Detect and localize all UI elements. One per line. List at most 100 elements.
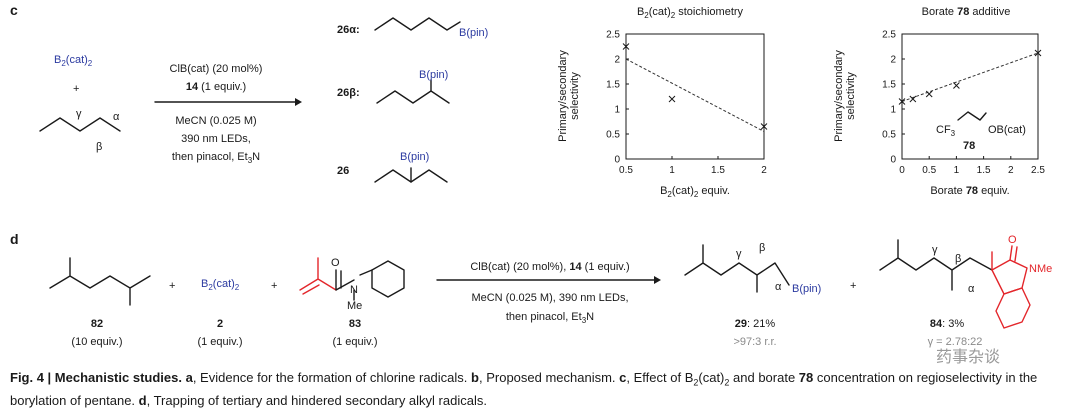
data-point (909, 95, 917, 103)
compound-83-Me: Me (347, 300, 362, 312)
watermark: 药事杂谈 (936, 349, 1001, 366)
compound-2-num: 2 (217, 318, 223, 330)
data-point (1034, 49, 1042, 57)
p84-ratio: γ = 2.78:22 (928, 336, 983, 348)
fit-line (625, 58, 765, 132)
inset-78: 78 (963, 140, 975, 152)
alpha-label: α (113, 111, 120, 123)
product-26alpha-label: 26α: (337, 24, 360, 36)
x-tick-label: 1 (954, 165, 960, 176)
data-point (668, 95, 676, 103)
x-tick-label: 0.5 (619, 165, 633, 176)
compound-83-num: 83 (349, 318, 361, 330)
product-29-structure (684, 244, 790, 293)
x-tick-label: 2.5 (1031, 165, 1045, 176)
beta-label: β (96, 141, 102, 153)
data-point (925, 90, 933, 98)
caption-b-text: , Proposed mechanism. (478, 370, 620, 385)
caption-b-label: b (471, 370, 479, 385)
plus-c: + (73, 83, 79, 95)
chart2-ylabel-line2: selectivity (845, 72, 857, 120)
compound-2-name: B2(cat)2 (201, 278, 240, 292)
borate-78-structure (957, 111, 987, 121)
figure-canvas: c B2(cat)2 + γ β α ClB(cat) (20 mol%) 14… (10, 2, 1052, 348)
caption-c-label: c (619, 370, 627, 385)
caption-d-label: d (138, 392, 147, 408)
data-point (898, 98, 906, 105)
fit-line (901, 52, 1039, 102)
panel-d-label: d (10, 231, 19, 247)
chart1-xlabel: B2(cat)2 equiv. (660, 185, 730, 199)
product-84-oxindole (991, 245, 1031, 329)
x-tick-label: 1.5 (977, 165, 991, 176)
compound-82-eq: (10 equiv.) (71, 336, 122, 348)
chart1-title: B2(cat)2 stoichiometry (637, 6, 744, 20)
plus-d3: + (850, 280, 856, 292)
cond-c-line5: then pinacol, Et3N (172, 151, 260, 165)
product-84-chain (879, 239, 993, 291)
gamma-label: γ (76, 108, 82, 120)
p29-result: 29: 21% (735, 318, 776, 330)
product-26alpha-bpin: B(pin) (459, 27, 488, 39)
chart1-ylabel-line1: Primary/secondary (557, 50, 569, 142)
p84-NMe: NMe (1029, 263, 1052, 275)
cond-c-line2: 14 (1 equiv.) (186, 81, 246, 93)
arrow-head-c (295, 98, 302, 106)
figure-caption: Fig. 4 | Mechanistic studies. a, Evidenc… (10, 370, 1038, 408)
data-point (622, 43, 630, 50)
product-26-bpin: B(pin) (400, 151, 429, 163)
compound-83-structure (299, 257, 405, 301)
x-tick-label: 0 (899, 165, 905, 176)
cond-d-line1: ClB(cat) (20 mol%), 14 (1 equiv.) (470, 261, 629, 273)
reagent-b2cat2: B2(cat)2 (54, 54, 93, 68)
y-tick-label: 1.5 (606, 80, 620, 91)
cond-c-line3: MeCN (0.025 M) (175, 115, 256, 127)
chart2-xlabel: Borate 78 equiv. (930, 185, 1009, 197)
chart1-ylabel-line2: selectivity (569, 72, 581, 120)
p84-alpha: α (968, 283, 975, 295)
compound-83-eq: (1 equiv.) (332, 336, 377, 348)
chart2-marks (898, 49, 1042, 105)
p29-rr: >97:3 r.r. (733, 336, 776, 348)
y-tick-label: 0.5 (882, 130, 896, 141)
product-26alpha-structure (374, 17, 461, 31)
p29-gamma: γ (736, 248, 742, 260)
p29-beta: β (759, 242, 765, 254)
p84-O: O (1008, 234, 1017, 246)
caption-fig: Fig. 4 | Mechanistic studies. (10, 370, 182, 385)
p29-alpha: α (775, 281, 782, 293)
y-tick-label: 2.5 (882, 30, 896, 41)
p84-result: 84: 3% (930, 318, 964, 330)
caption-c-num: 78 (798, 370, 814, 385)
y-tick-label: 2 (614, 55, 620, 66)
panel-c-label: c (10, 2, 18, 18)
compound-83-N: N (350, 284, 358, 296)
p84-gamma: γ (932, 244, 938, 256)
x-tick-label: 1.5 (711, 165, 725, 176)
caption-d-text: , Trapping of tertiary and hindered seco… (146, 392, 487, 408)
y-tick-label: 1 (614, 105, 620, 116)
y-tick-label: 0 (614, 155, 620, 166)
y-tick-label: 2.5 (606, 30, 620, 41)
chart1-marks (622, 43, 768, 132)
product-26beta-label: 26β: (337, 87, 360, 99)
plus-d1: + (169, 280, 175, 292)
x-tick-label: 1 (669, 165, 675, 176)
y-tick-label: 0.5 (606, 130, 620, 141)
chart2-frame (901, 33, 1039, 160)
data-point (953, 82, 960, 89)
x-tick-label: 2 (761, 165, 767, 176)
compound-2-eq: (1 equiv.) (197, 336, 242, 348)
chart2-title: Borate 78 additive (922, 6, 1011, 18)
y-tick-label: 0 (890, 155, 896, 166)
arrow-head-d (654, 276, 661, 284)
cond-d-line3: then pinacol, Et3N (506, 311, 594, 325)
compound-82-num: 82 (91, 318, 103, 330)
x-tick-label: 2 (1008, 165, 1014, 176)
p29-bpin: B(pin) (792, 283, 821, 295)
cond-c-line1: ClB(cat) (20 mol%) (170, 63, 263, 75)
y-tick-label: 2 (890, 55, 896, 66)
chart-borate-78-additive: Borate 78 additive Primary/secondary sel… (833, 6, 1045, 197)
